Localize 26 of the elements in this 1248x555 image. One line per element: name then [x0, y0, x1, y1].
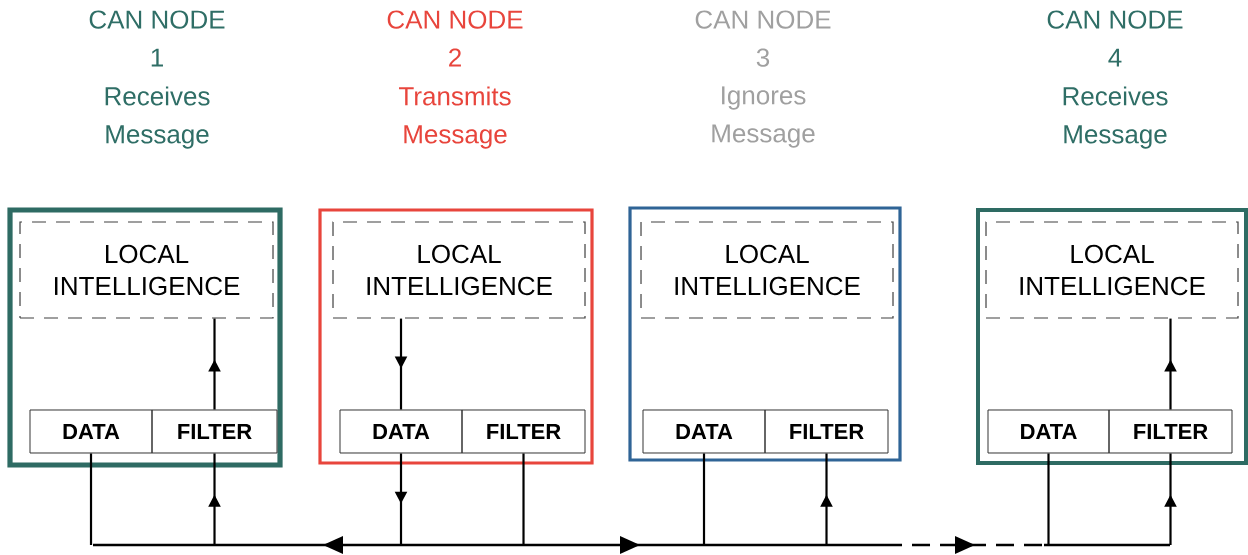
dashed-box: LOCAL INTELLIGENCE	[640, 221, 894, 319]
node-heading: Transmits Message	[399, 86, 511, 149]
table-cell: FILTER	[151, 409, 278, 454]
node-heading: Ignores Message	[712, 86, 815, 148]
arrow	[1164, 453, 1177, 545]
dashed-box: LOCAL INTELLIGENCE	[19, 221, 274, 319]
table-cell: DATA	[987, 409, 1110, 454]
node-heading: CAN NODE 2	[387, 10, 523, 67]
arrow	[208, 453, 221, 545]
dashed-box: LOCAL INTELLIGENCE	[332, 221, 586, 319]
arrow	[820, 453, 833, 545]
node-heading: Receives Message	[105, 86, 210, 149]
table-cell: DATA	[642, 409, 766, 454]
dashed-box: LOCAL INTELLIGENCE	[985, 221, 1239, 319]
bus-line	[93, 543, 1170, 547]
node-heading: CAN NODE 4	[1047, 10, 1183, 67]
table-cell: DATA	[29, 409, 153, 454]
node-heading: CAN NODE 1	[89, 10, 225, 67]
table-cell: FILTER	[1108, 409, 1233, 454]
arrow	[208, 318, 221, 410]
table-cell: FILTER	[764, 409, 889, 454]
table-cell: FILTER	[461, 409, 586, 454]
node-heading: Receives Message	[1063, 86, 1168, 149]
node-heading: CAN NODE 3	[695, 10, 831, 67]
arrow	[1164, 318, 1177, 410]
table-cell: DATA	[339, 409, 463, 454]
